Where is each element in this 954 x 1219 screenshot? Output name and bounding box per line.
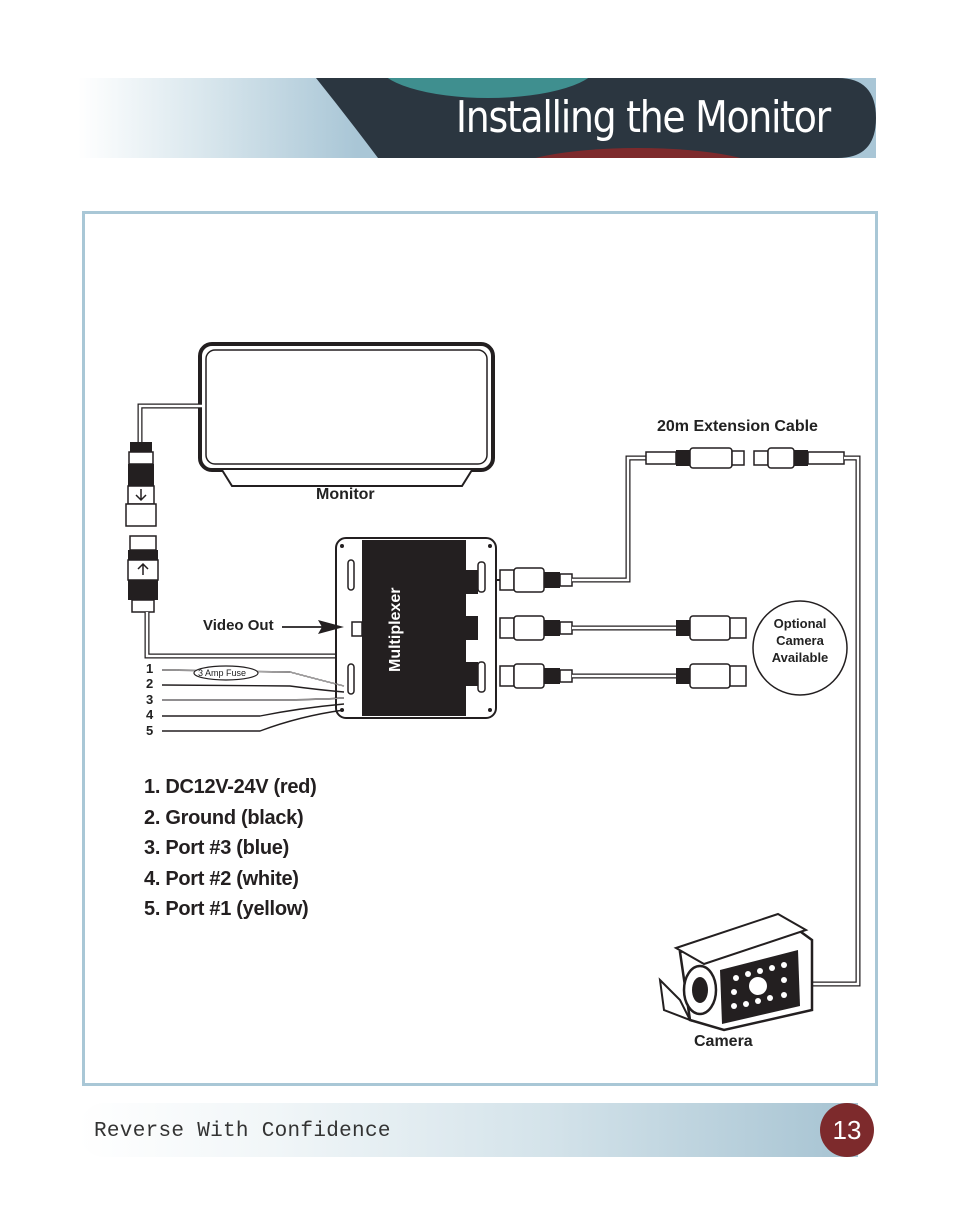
legend-item: 2. Ground (black) xyxy=(144,806,304,829)
wire-number: 3 xyxy=(146,691,154,707)
header-banner-graphic xyxy=(78,78,876,158)
monitor-label: Monitor xyxy=(316,486,375,503)
wire-number: 5 xyxy=(146,722,154,738)
video-out-label: Video Out xyxy=(203,617,274,634)
camera-illustration xyxy=(658,912,814,1032)
legend-item: 4. Port #2 (white) xyxy=(144,867,299,890)
diagram-frame xyxy=(82,211,878,1086)
legend-item: 3. Port #3 (blue) xyxy=(144,837,289,860)
fuse-holder xyxy=(193,665,259,681)
multiplexer-connector xyxy=(127,535,159,613)
wiring-legend: 1. DC12V-24V (red) 2. Ground (black) 3. … xyxy=(144,772,317,925)
optional-camera-circle xyxy=(752,600,848,696)
page-header: Installing the Monitor xyxy=(78,78,876,158)
monitor-connector xyxy=(125,442,157,527)
optional-camera-line-1: Optional xyxy=(773,616,827,631)
page-footer: Reverse With Confidence 13 xyxy=(78,1103,876,1157)
footer-tagline: Reverse With Confidence xyxy=(94,1120,391,1143)
legend-item: 1. DC12V-24V (red) xyxy=(144,776,317,798)
optional-camera-label: Optional Camera Available xyxy=(753,615,847,666)
optional-camera-line-2: Camera xyxy=(776,633,824,648)
wire-number: 4 xyxy=(146,707,154,723)
wire-number: 2 xyxy=(146,676,154,692)
multiplexer-label: Multiplexer xyxy=(387,587,404,672)
multiplexer-illustration xyxy=(335,537,497,719)
footer-bar xyxy=(78,1103,858,1157)
camera-label: Camera xyxy=(694,1033,753,1050)
page-number-badge: 13 xyxy=(820,1103,874,1157)
extension-cable-label: 20m Extension Cable xyxy=(657,418,818,435)
page-title: Installing the Monitor xyxy=(455,92,831,143)
optional-camera-line-3: Available xyxy=(771,650,829,665)
wire-number: 1 xyxy=(146,661,154,676)
extension-cable xyxy=(645,447,861,987)
monitor-illustration xyxy=(198,342,495,487)
fuse-label: 3 Amp Fuse xyxy=(198,668,247,678)
wire-number-list: 1 2 3 4 5 xyxy=(146,661,153,738)
power-wires-inner xyxy=(161,669,345,701)
legend-item: 5. Port #1 (yellow) xyxy=(144,898,309,921)
port-cables xyxy=(496,455,747,689)
